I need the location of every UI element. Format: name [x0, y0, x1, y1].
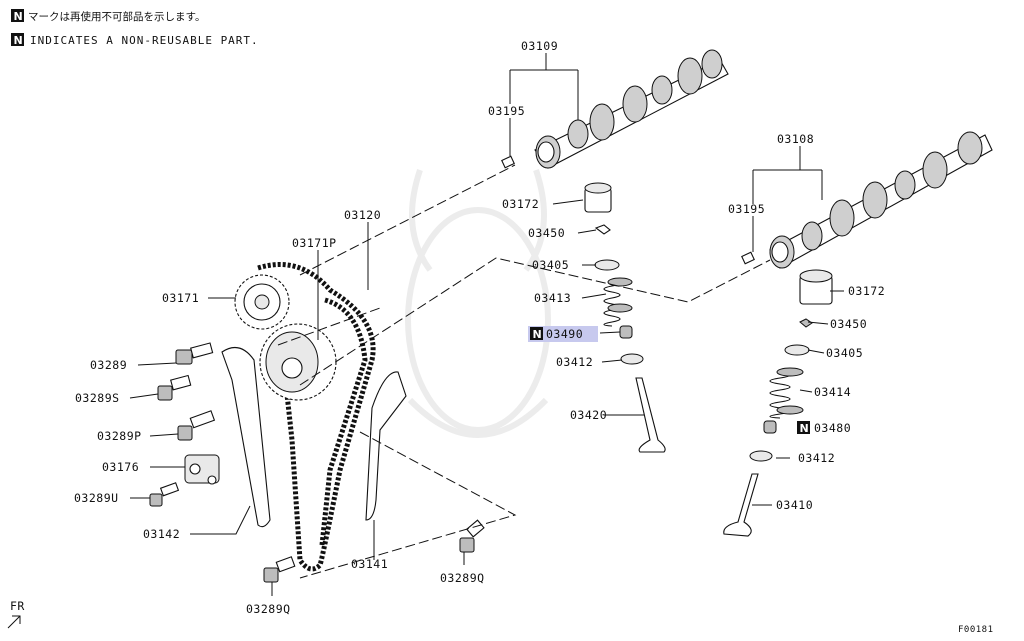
- label-03172-exhaust[interactable]: 03172: [848, 284, 885, 298]
- valve-spring-exhaust[interactable]: [769, 367, 804, 419]
- highlight-03490: [528, 326, 598, 342]
- svg-text:N: N: [14, 10, 23, 23]
- bolt-03289P[interactable]: [177, 410, 216, 441]
- label-03195-exhaust[interactable]: 03195: [728, 202, 765, 216]
- svg-text:N: N: [14, 34, 23, 47]
- spring-seat-exhaust[interactable]: [749, 450, 773, 462]
- chain-guide-left[interactable]: [221, 346, 271, 528]
- bolt-03289Q-right[interactable]: [459, 519, 485, 553]
- label-03289P[interactable]: 03289P: [97, 429, 142, 443]
- label-03108[interactable]: 03108: [777, 132, 814, 146]
- dowel-pin-exhaust[interactable]: [741, 251, 755, 265]
- exhaust-sprocket[interactable]: [234, 274, 290, 330]
- label-03176[interactable]: 03176: [102, 460, 139, 474]
- label-03405-intake[interactable]: 03405: [532, 258, 569, 272]
- watermark-emblem: [405, 169, 551, 438]
- valve-spring-intake[interactable]: [603, 277, 633, 327]
- label-03289Q-right[interactable]: 03289Q: [440, 571, 485, 585]
- front-direction-label: FR: [10, 599, 25, 613]
- label-03450-exhaust[interactable]: 03450: [830, 317, 867, 331]
- label-03450-intake[interactable]: 03450: [528, 226, 565, 240]
- bolt-03289Q-left[interactable]: [263, 556, 296, 583]
- label-03289U[interactable]: 03289U: [74, 491, 119, 505]
- label-03120[interactable]: 03120: [344, 208, 381, 222]
- dowel-pin-intake[interactable]: [501, 155, 515, 169]
- timing-chain[interactable]: [257, 262, 376, 572]
- camshaft-exhaust[interactable]: [769, 131, 993, 269]
- valve-stem-seal-exhaust[interactable]: [763, 420, 777, 434]
- vvt-sprocket[interactable]: [259, 323, 337, 401]
- label-03414[interactable]: 03414: [814, 385, 851, 399]
- label-03490[interactable]: 03490: [546, 327, 583, 341]
- valve-lifter-exhaust[interactable]: [799, 269, 833, 305]
- spring-seat-intake[interactable]: [620, 353, 644, 365]
- bolt-03289S[interactable]: [157, 374, 192, 401]
- svg-text:N: N: [800, 422, 809, 435]
- label-03142[interactable]: 03142: [143, 527, 180, 541]
- arrow-icon: [7, 615, 21, 629]
- label-03405-exhaust[interactable]: 03405: [826, 346, 863, 360]
- spring-retainer-exhaust[interactable]: [784, 344, 810, 356]
- legend-japanese-text: マークは再使用不可部品を示します。: [28, 10, 205, 23]
- label-03289S[interactable]: 03289S: [75, 391, 120, 405]
- chain-tensioner[interactable]: [184, 454, 220, 485]
- bolt-03289[interactable]: [175, 342, 214, 365]
- legend-english-text: INDICATES A NON-REUSABLE PART.: [30, 34, 259, 47]
- label-03413[interactable]: 03413: [534, 291, 571, 305]
- valve-stem-seal-intake[interactable]: [619, 325, 633, 339]
- legend: N マークは再使用不可部品を示します。 N INDICATES A NON-RE…: [11, 9, 259, 47]
- label-03480[interactable]: 03480: [814, 421, 851, 435]
- bolt-03289U[interactable]: [149, 482, 180, 507]
- camshaft-intake[interactable]: [534, 49, 729, 169]
- label-03420[interactable]: 03420: [570, 408, 607, 422]
- label-03141[interactable]: 03141: [351, 557, 388, 571]
- label-03195-intake[interactable]: 03195: [488, 104, 525, 118]
- valve-keeper-exhaust[interactable]: [799, 318, 813, 328]
- label-03171[interactable]: 03171: [162, 291, 199, 305]
- label-03410[interactable]: 03410: [776, 498, 813, 512]
- label-03480-group[interactable]: N 03480: [797, 421, 851, 435]
- label-03171P[interactable]: 03171P: [292, 236, 337, 250]
- figure-code: F00181: [958, 625, 994, 635]
- spring-retainer-intake[interactable]: [594, 259, 620, 271]
- valve-exhaust[interactable]: [723, 473, 759, 537]
- valve-lifter-intake[interactable]: [584, 182, 612, 213]
- svg-text:N: N: [533, 328, 542, 341]
- front-direction-marker: FR: [7, 599, 25, 629]
- leader-lines: [129, 53, 844, 596]
- label-03109[interactable]: 03109: [521, 39, 558, 53]
- label-03412-exhaust[interactable]: 03412: [798, 451, 835, 465]
- label-03289[interactable]: 03289: [90, 358, 127, 372]
- label-03490-group[interactable]: N 03490: [528, 326, 598, 342]
- chain-guide-right[interactable]: [365, 371, 407, 521]
- label-03172-intake[interactable]: 03172: [502, 197, 539, 211]
- part-labels: 03109 03195 03172 03450 03405 03413 N 03…: [74, 39, 885, 616]
- valve-intake[interactable]: [635, 377, 666, 453]
- valve-keeper-intake[interactable]: [594, 224, 611, 235]
- label-03412-intake[interactable]: 03412: [556, 355, 593, 369]
- label-03289Q-left[interactable]: 03289Q: [246, 602, 291, 616]
